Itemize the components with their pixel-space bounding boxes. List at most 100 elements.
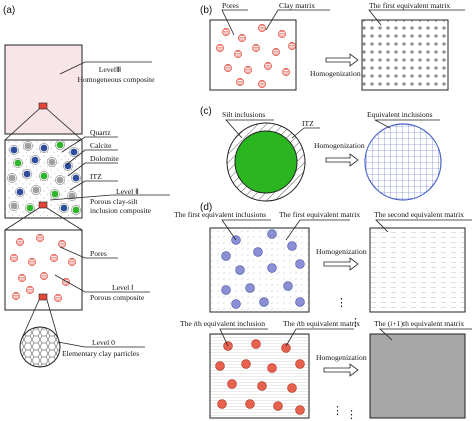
ith-inclusion-label: The ith equivalent inclusion bbox=[180, 319, 265, 328]
quartz-particle bbox=[26, 204, 34, 212]
level1-subtitle: Porous composite bbox=[90, 293, 145, 302]
pore bbox=[224, 64, 232, 72]
ith-inclusion bbox=[227, 379, 237, 389]
equivalent-inclusion bbox=[283, 281, 293, 291]
level2-zoom-marker bbox=[38, 201, 48, 209]
equivalent-inclusion bbox=[221, 251, 231, 261]
zoom-lines-level1 bbox=[21, 299, 59, 339]
level0-title: Level 0 bbox=[92, 338, 115, 347]
leader-first-equiv-matrix-d bbox=[285, 219, 350, 241]
pore bbox=[12, 292, 20, 300]
level2-subtitle-1: Porous clay-silt bbox=[90, 197, 138, 206]
pore bbox=[26, 286, 34, 294]
calcite-particle bbox=[10, 202, 18, 210]
b-pores-group bbox=[216, 24, 296, 88]
leader-quartz bbox=[61, 136, 118, 153]
pore bbox=[28, 258, 36, 266]
level2-particles bbox=[7, 140, 81, 215]
pore bbox=[278, 30, 286, 38]
itz-label-c: ITZ bbox=[302, 119, 314, 128]
leader-itz bbox=[69, 180, 118, 191]
first-equiv-matrix-label-b: The first equivalent matrix bbox=[369, 1, 450, 10]
calcite-particle bbox=[56, 176, 64, 184]
panel-label-c: (c) bbox=[200, 106, 212, 117]
leader-ith-inclusion bbox=[219, 328, 268, 347]
pores-label-b: Pores bbox=[222, 1, 239, 10]
ith-inclusion bbox=[245, 399, 255, 409]
d2-inclusions-group bbox=[215, 339, 305, 415]
dolomite-particle bbox=[10, 146, 18, 154]
leader-first-equiv-inclusions bbox=[221, 219, 271, 241]
leader-second-equiv-matrix bbox=[375, 219, 472, 233]
pore bbox=[282, 68, 290, 76]
dolomite-particle bbox=[40, 144, 48, 152]
calcite-particle bbox=[48, 158, 56, 166]
leader-calcite bbox=[65, 149, 118, 166]
level2-subtitle-2: inclusion composite bbox=[90, 206, 152, 215]
pore bbox=[236, 78, 244, 86]
quartz-particle bbox=[40, 172, 48, 180]
equivalent-inclusion bbox=[221, 285, 231, 295]
level1-title: Level Ⅰ bbox=[112, 283, 133, 292]
itz-label-a: ITZ bbox=[90, 172, 102, 181]
calcite-particle bbox=[32, 186, 40, 194]
ith-inclusion bbox=[215, 361, 225, 371]
homogenization-arrow-b bbox=[325, 53, 359, 67]
pore bbox=[36, 234, 44, 242]
pore bbox=[18, 274, 26, 282]
first-equiv-inclusions-label: The first equivalent inclusions bbox=[174, 210, 266, 219]
level3-title: LevelⅢ bbox=[99, 65, 122, 74]
leader-first-equiv-matrix-b bbox=[368, 9, 465, 26]
dolomite-particle bbox=[31, 156, 39, 164]
i-plus-1-matrix-label: The (i+1)th equivalent matrix bbox=[374, 319, 464, 328]
ith-inclusion bbox=[241, 359, 251, 369]
level1-zoom-marker bbox=[38, 293, 48, 301]
first-equivalent-matrix-box bbox=[361, 19, 449, 91]
level3-homogeneous-box bbox=[4, 44, 83, 135]
equivalent-inclusion bbox=[295, 297, 305, 307]
clay-matrix-label: Clay matrix bbox=[279, 1, 315, 10]
first-equiv-matrix-label-d: The first equivalent matrix bbox=[279, 210, 360, 219]
pore bbox=[264, 62, 272, 70]
pore bbox=[16, 238, 24, 246]
leader-clay-matrix bbox=[265, 9, 330, 31]
equivalent-inclusion bbox=[295, 259, 305, 269]
second-equiv-matrix-label: The second equivalent matrix bbox=[374, 210, 464, 219]
leader-pores-a bbox=[59, 246, 118, 259]
pores-label-a: Pores bbox=[90, 249, 107, 258]
second-equivalent-matrix-box bbox=[369, 227, 466, 313]
leader-level1 bbox=[54, 274, 150, 293]
panel-label-a: (a) bbox=[3, 5, 15, 16]
leader-level3 bbox=[59, 61, 152, 75]
level3-zoom-marker bbox=[38, 102, 48, 110]
pore bbox=[258, 80, 266, 88]
level1-pores bbox=[10, 234, 76, 302]
dolomite-label: Dolomite bbox=[90, 154, 119, 163]
pore bbox=[10, 254, 18, 262]
leader-itz-c bbox=[291, 127, 320, 139]
homogenization-label-d2: Homogenization bbox=[316, 353, 367, 362]
quartz-label: Quartz bbox=[90, 128, 111, 137]
pore bbox=[50, 254, 58, 262]
equivalent-inclusion bbox=[267, 263, 277, 273]
homogenization-arrow-d1 bbox=[323, 257, 359, 271]
continuation-dots-1: ⋮ bbox=[336, 296, 347, 309]
pore bbox=[288, 42, 296, 50]
ith-inclusion bbox=[251, 339, 261, 349]
dolomite-particle bbox=[16, 188, 24, 196]
calcite-particle bbox=[24, 142, 32, 150]
leader-ith-matrix bbox=[285, 328, 354, 347]
pore bbox=[54, 294, 62, 302]
level2-title: Level Ⅱ bbox=[116, 187, 139, 196]
continuation-dots-3-bottom: ⋮ bbox=[332, 404, 343, 417]
i-plus-1-equivalent-matrix-box bbox=[369, 333, 466, 419]
pore bbox=[222, 28, 230, 36]
quartz-particle bbox=[56, 141, 64, 149]
dolomite-particle bbox=[60, 204, 68, 212]
pore bbox=[68, 258, 76, 266]
leader-i1-matrix bbox=[378, 328, 472, 341]
dolomite-particle bbox=[70, 148, 78, 156]
pore bbox=[252, 44, 260, 52]
homogenization-arrow-c bbox=[325, 153, 359, 167]
leader-silt-inclusions bbox=[225, 119, 274, 139]
